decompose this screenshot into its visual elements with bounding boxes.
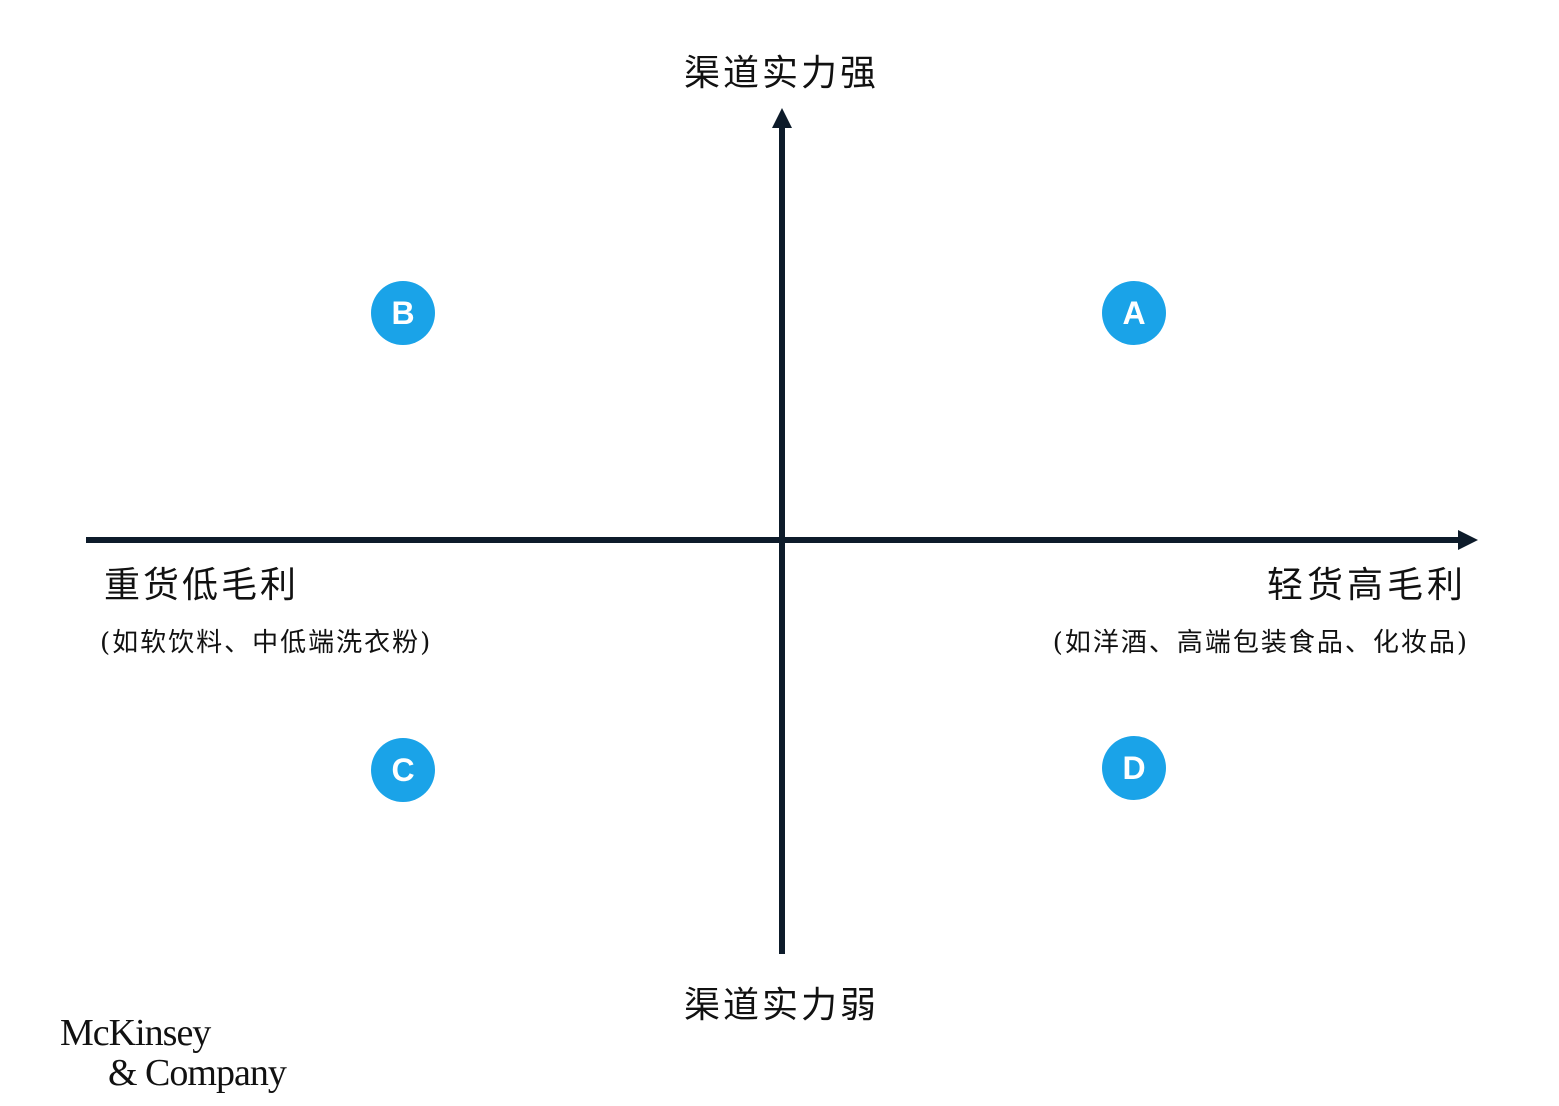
horizontal-axis-arrowhead bbox=[1458, 530, 1478, 550]
axis-label-right: 轻货高毛利 bbox=[1266, 565, 1467, 606]
axis-label-left: 重货低毛利 bbox=[104, 565, 300, 606]
left-examples: (如软饮料、中低端洗衣粉) bbox=[100, 628, 433, 658]
quadrant-badge-d: D bbox=[1102, 736, 1166, 800]
axis-label-bottom: 渠道实力弱 bbox=[683, 985, 879, 1026]
logo-line-1: McKinsey bbox=[60, 1012, 211, 1054]
axis-label-top: 渠道实力强 bbox=[683, 53, 879, 94]
right-examples: (如洋酒、高端包装食品、化妆品) bbox=[1052, 628, 1469, 658]
quadrant-badge-b: B bbox=[371, 281, 435, 345]
logo-line-2: & Company bbox=[108, 1052, 287, 1094]
vertical-axis-arrowhead bbox=[772, 108, 792, 128]
quadrant-badge-a: A bbox=[1102, 281, 1166, 345]
quadrant-badge-c: C bbox=[371, 738, 435, 802]
mckinsey-logo: McKinsey & Company bbox=[60, 1012, 287, 1094]
